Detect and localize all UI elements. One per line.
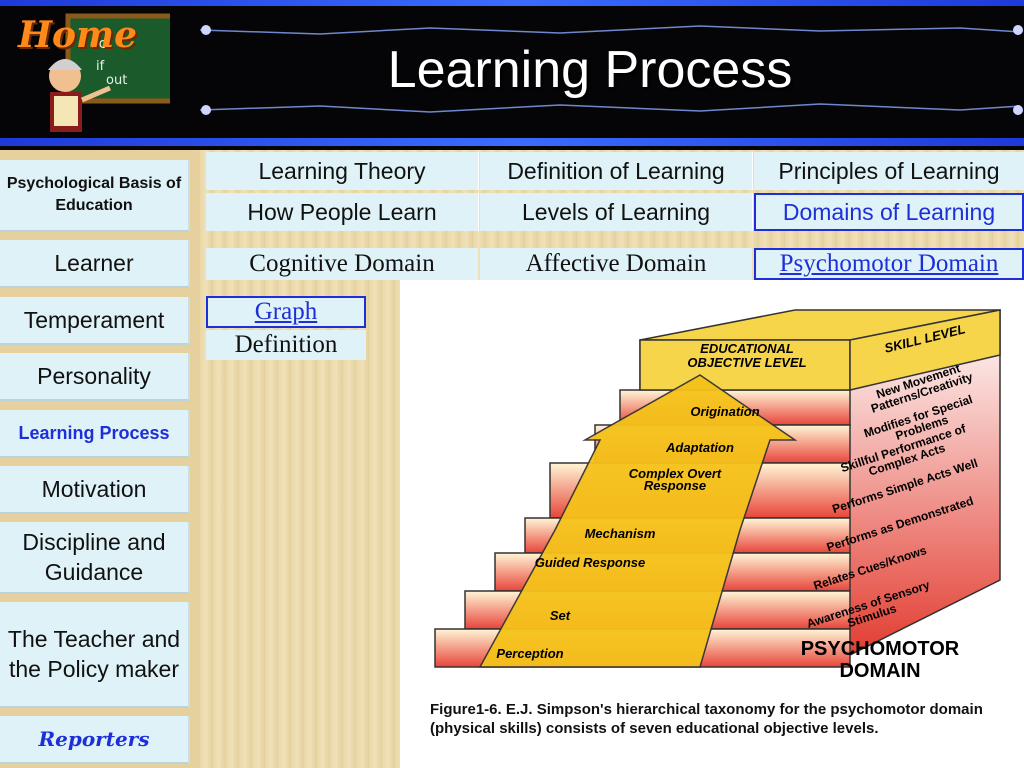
sidebar-item-learning-process[interactable]: Learning Process	[0, 410, 190, 458]
definition-link[interactable]: Definition	[206, 330, 366, 360]
tab-definition-of-learning[interactable]: Definition of Learning	[480, 152, 753, 190]
svg-text:ecl: ecl	[90, 36, 110, 52]
tab-principles-of-learning[interactable]: Principles of Learning	[754, 152, 1024, 190]
sidebar-item-motivation[interactable]: Motivation	[0, 466, 190, 514]
tab-levels-of-learning[interactable]: Levels of Learning	[480, 193, 753, 231]
tab-affective-domain[interactable]: Affective Domain	[480, 248, 752, 280]
domain-label: PSYCHOMOTOR DOMAIN	[800, 638, 960, 682]
level-origination: Origination	[690, 404, 760, 419]
sidebar-item-reporters[interactable]: Reporters	[0, 716, 190, 764]
objective-level-label: EDUCATIONAL OBJECTIVE LEVEL	[687, 341, 807, 370]
tab-psychomotor-domain[interactable]: Psychomotor Domain	[754, 248, 1024, 280]
sidebar-item-psychological-basis[interactable]: Psychological Basis of Education	[0, 160, 190, 232]
tab-domains-of-learning[interactable]: Domains of Learning	[754, 193, 1024, 231]
psychomotor-figure: EDUCATIONAL OBJECTIVE LEVEL SKILL LEVEL …	[400, 280, 1024, 768]
sidebar-item-learner[interactable]: Learner	[0, 240, 190, 288]
level-complex-overt-response: Complex Overt Response	[628, 466, 722, 493]
tab-cognitive-domain[interactable]: Cognitive Domain	[206, 248, 478, 280]
figure-caption: Figure1-6. E.J. Simpson's hierarchical t…	[430, 701, 983, 737]
pyramid-diagram	[434, 308, 1001, 668]
tab-how-people-learn[interactable]: How People Learn	[206, 193, 479, 231]
sidebar-item-teacher[interactable]: The Teacher and the Policy maker	[0, 602, 190, 708]
level-set: Set	[549, 608, 571, 623]
sidebar-item-temperament[interactable]: Temperament	[0, 297, 190, 345]
header-stripe	[0, 138, 1024, 146]
page-title: Learning Process	[387, 41, 793, 99]
level-perception: Perception	[496, 646, 564, 661]
sidebar-item-personality[interactable]: Personality	[0, 353, 190, 401]
sidebar-item-discipline[interactable]: Discipline and Guidance	[0, 522, 190, 594]
header-banner: ecl if out Home Learning Process	[0, 0, 1024, 150]
home-button[interactable]: Home	[18, 14, 138, 56]
svg-text:if: if	[96, 59, 105, 74]
tab-learning-theory[interactable]: Learning Theory	[206, 152, 479, 190]
level-guided-response: Guided Response	[534, 555, 646, 570]
graph-link[interactable]: Graph	[206, 296, 366, 328]
teacher-icon: ecl if out	[48, 13, 170, 132]
header-stripe	[0, 0, 1024, 6]
level-adaptation: Adaptation	[666, 440, 734, 455]
svg-text:out: out	[106, 73, 127, 88]
level-mechanism: Mechanism	[584, 526, 656, 541]
lightning-decoration	[199, 25, 1023, 115]
